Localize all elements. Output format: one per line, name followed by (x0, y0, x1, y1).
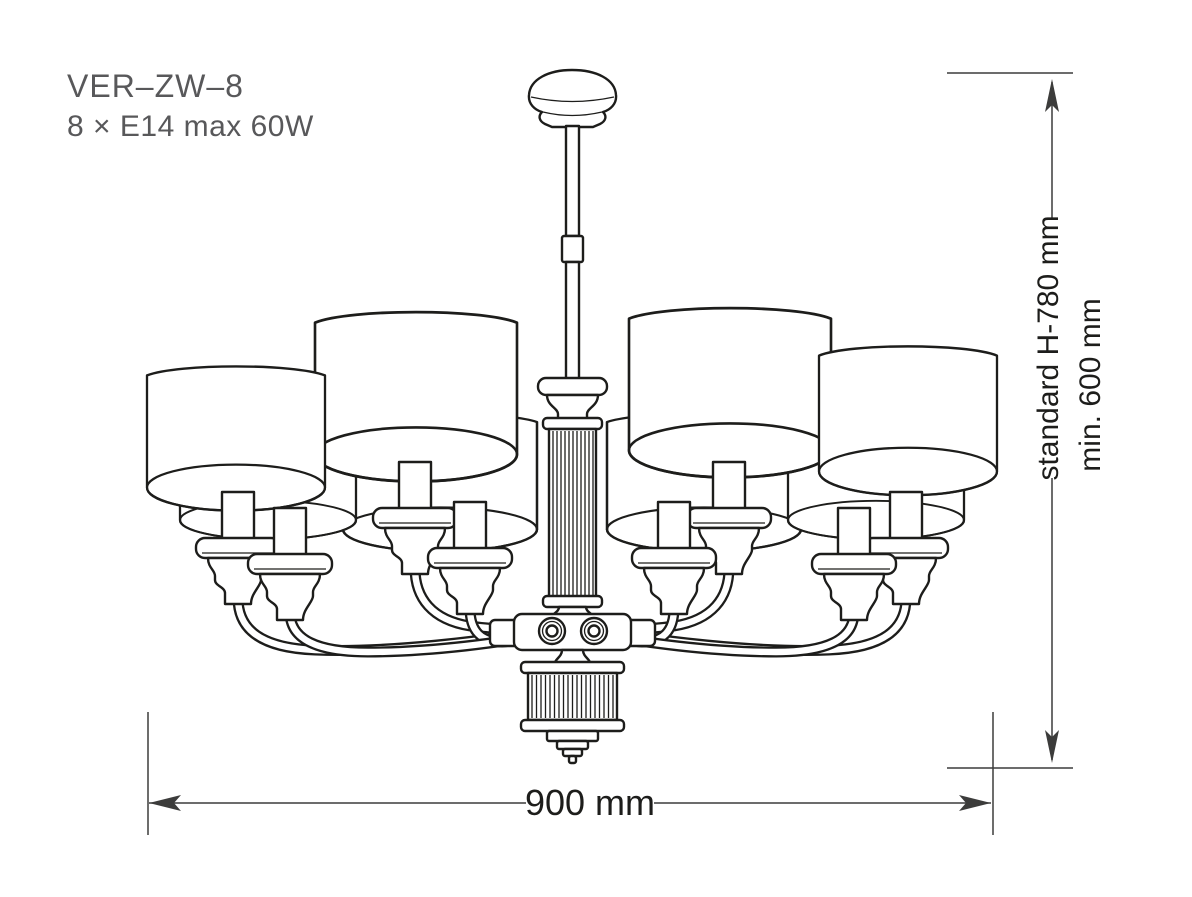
bottom-finial (519, 648, 626, 765)
arm-hub (488, 612, 657, 652)
width-arrow-right (959, 795, 991, 811)
suspension-rod (560, 124, 585, 382)
product-code: VER–ZW–8 (67, 68, 244, 104)
height-min-label: min. 600 mm (1074, 298, 1107, 471)
height-dimension: standard H-780 mm min. 600 mm (947, 72, 1107, 769)
hub-ring-left (537, 616, 567, 646)
shade-far-right (817, 345, 999, 497)
shade-upper-left (313, 310, 519, 483)
canopy (527, 68, 618, 129)
height-standard-label: standard H-780 mm (1032, 215, 1065, 480)
column-cap-disc (536, 376, 609, 397)
shade-far-left (145, 365, 327, 512)
hub-ring-right (579, 616, 609, 646)
height-arrow-bottom (1045, 730, 1059, 763)
height-arrow-top (1045, 79, 1059, 112)
rod-connector (560, 234, 585, 264)
width-dimension: 900 mm (147, 712, 994, 835)
width-arrow-left (149, 795, 181, 811)
width-dimension-label: 900 mm (525, 782, 655, 823)
product-labels: VER–ZW–8 8 × E14 max 60W (67, 66, 314, 147)
lamp-spec: 8 × E14 max 60W (67, 110, 314, 143)
column-cap-taper (545, 393, 600, 422)
central-column (536, 376, 609, 618)
shade-upper-right (627, 306, 833, 479)
